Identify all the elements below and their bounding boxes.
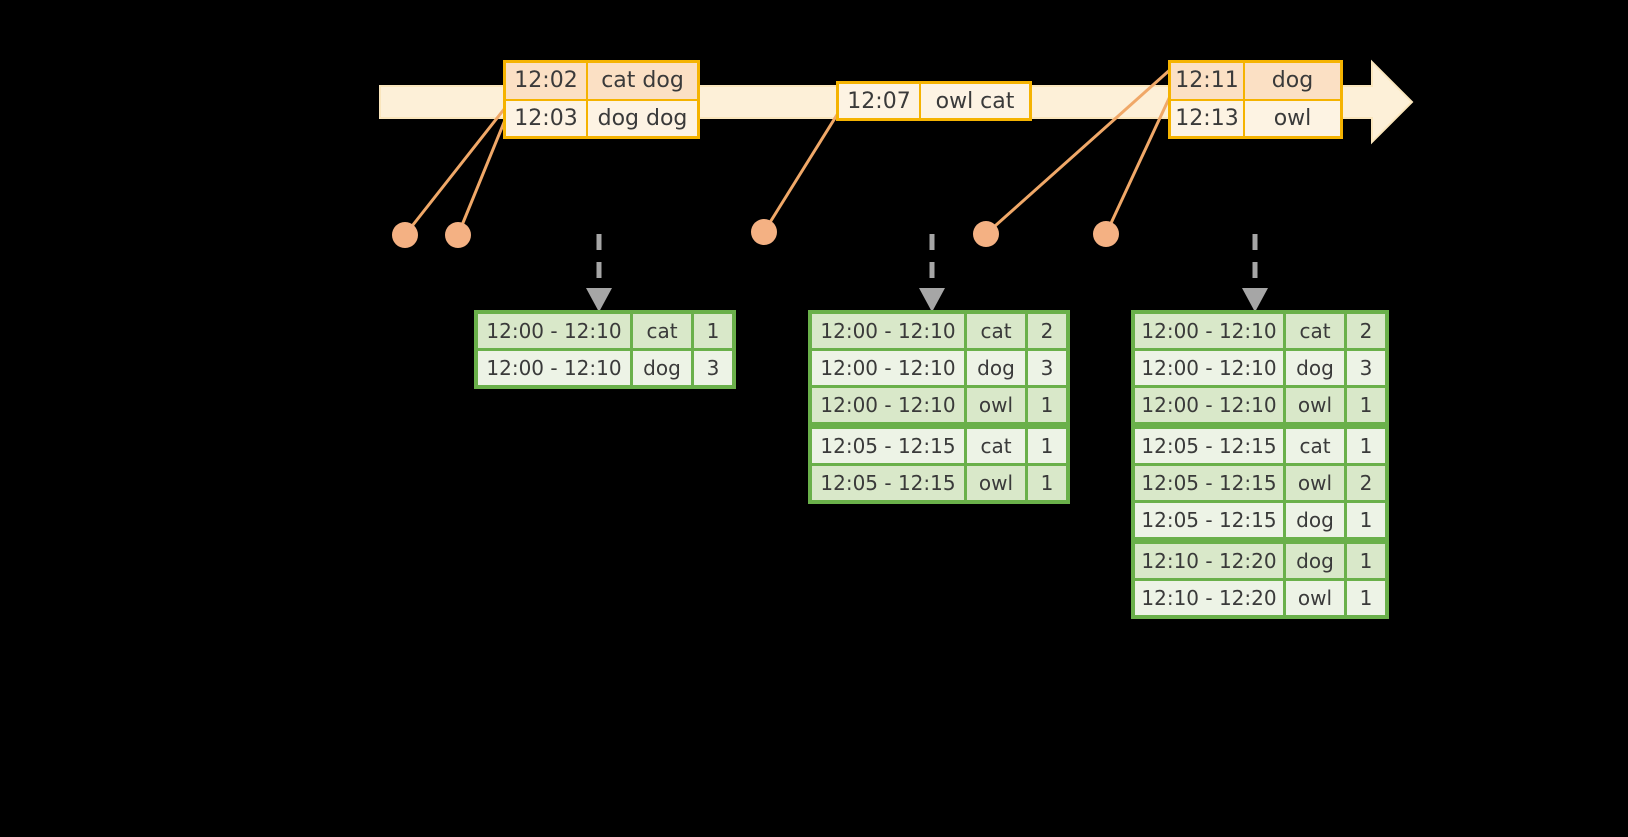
count-cell: 1 xyxy=(1347,544,1385,578)
connector-line-1 xyxy=(403,107,507,236)
table-row: 12:00 - 12:10 dog 3 xyxy=(1135,351,1385,385)
event-words: owl cat xyxy=(935,88,1015,114)
event-words: owl xyxy=(1273,105,1312,131)
word-cell: owl xyxy=(1286,581,1344,615)
count-cell: 2 xyxy=(1347,314,1385,348)
window-cell: 12:10 - 12:20 xyxy=(1135,581,1283,615)
table-row: 12:00 - 12:10 dog 3 xyxy=(478,351,732,385)
table-row: 12:05 - 12:15 cat 1 xyxy=(1135,429,1385,463)
event-row: 12:13 owl xyxy=(1171,98,1340,136)
count-cell: 1 xyxy=(694,314,732,348)
table-row: 12:05 - 12:15 owl 2 xyxy=(1135,466,1385,500)
table-row: 12:05 - 12:15 cat 1 xyxy=(812,429,1066,463)
window-cell: 12:00 - 12:10 xyxy=(812,388,964,422)
window-cell: 12:00 - 12:10 xyxy=(1135,314,1283,348)
table-row: 12:00 - 12:10 cat 1 xyxy=(478,314,732,348)
window-cell: 12:00 - 12:10 xyxy=(478,351,630,385)
window-cell: 12:00 - 12:10 xyxy=(1135,388,1283,422)
table-row: 12:00 - 12:10 owl 1 xyxy=(1135,388,1385,422)
event-time: 12:02 xyxy=(506,63,588,99)
window-cell: 12:05 - 12:15 xyxy=(812,466,964,500)
count-cell: 2 xyxy=(1028,314,1066,348)
count-cell: 1 xyxy=(1028,388,1066,422)
down-arrows xyxy=(586,234,1268,312)
count-cell: 3 xyxy=(1028,351,1066,385)
event-row: 12:07 owl cat xyxy=(839,84,1029,118)
connector-line-3 xyxy=(762,109,842,233)
event-time: 12:03 xyxy=(506,100,588,136)
count-cell: 1 xyxy=(1347,581,1385,615)
connector-dot-1 xyxy=(392,222,418,248)
window-cell: 12:00 - 12:10 xyxy=(478,314,630,348)
table-row: 12:00 - 12:10 cat 2 xyxy=(812,314,1066,348)
table-row: 12:10 - 12:20 dog 1 xyxy=(1135,544,1385,578)
word-cell: cat xyxy=(967,429,1025,463)
count-cell: 1 xyxy=(1347,503,1385,537)
window-cell: 12:05 - 12:15 xyxy=(1135,503,1283,537)
event-time: 12:13 xyxy=(1171,100,1245,136)
result-table-2: 12:00 - 12:10 cat 2 12:00 - 12:10 dog 3 … xyxy=(808,310,1070,504)
word-cell: dog xyxy=(1286,351,1344,385)
table-row: 12:10 - 12:20 owl 1 xyxy=(1135,581,1385,615)
event-words: dog dog xyxy=(597,105,688,131)
word-cell: dog xyxy=(1286,503,1344,537)
event-words: dog xyxy=(1271,68,1314,94)
down-arrow-3 xyxy=(1242,234,1268,312)
count-cell: 1 xyxy=(1028,466,1066,500)
down-arrow-2 xyxy=(919,234,945,312)
table-row: 12:00 - 12:10 cat 2 xyxy=(1135,314,1385,348)
connector-dot-4 xyxy=(973,221,999,247)
word-cell: owl xyxy=(1286,466,1344,500)
word-cell: owl xyxy=(1286,388,1344,422)
word-cell: dog xyxy=(1286,544,1344,578)
word-cell: cat xyxy=(1286,314,1344,348)
word-cell: cat xyxy=(633,314,691,348)
event-words: cat dog xyxy=(601,68,684,94)
down-arrow-1 xyxy=(586,234,612,312)
window-cell: 12:05 - 12:15 xyxy=(1135,466,1283,500)
window-cell: 12:10 - 12:20 xyxy=(1135,544,1283,578)
event-group-1: 12:02 cat dog 12:03 dog dog xyxy=(503,60,700,139)
word-cell: dog xyxy=(633,351,691,385)
connector-dots xyxy=(392,219,1119,248)
table-row: 12:00 - 12:10 dog 3 xyxy=(812,351,1066,385)
result-table-3: 12:00 - 12:10 cat 2 12:00 - 12:10 dog 3 … xyxy=(1131,310,1389,619)
word-cell: dog xyxy=(967,351,1025,385)
event-row: 12:02 cat dog xyxy=(506,63,697,99)
count-cell: 1 xyxy=(1347,388,1385,422)
window-cell: 12:00 - 12:10 xyxy=(812,314,964,348)
table-row: 12:00 - 12:10 owl 1 xyxy=(812,388,1066,422)
event-row: 12:03 dog dog xyxy=(506,98,697,136)
connector-dot-5 xyxy=(1093,221,1119,247)
count-cell: 3 xyxy=(1347,351,1385,385)
connector-dot-3 xyxy=(751,219,777,245)
event-group-3: 12:11 dog 12:13 owl xyxy=(1168,60,1343,139)
event-time: 12:07 xyxy=(839,84,921,118)
window-cell: 12:05 - 12:15 xyxy=(1135,429,1283,463)
window-cell: 12:00 - 12:10 xyxy=(1135,351,1283,385)
window-cell: 12:05 - 12:15 xyxy=(812,429,964,463)
word-cell: cat xyxy=(967,314,1025,348)
count-cell: 1 xyxy=(1028,429,1066,463)
connector-line-5 xyxy=(1104,91,1174,235)
result-table-1: 12:00 - 12:10 cat 1 12:00 - 12:10 dog 3 xyxy=(474,310,736,389)
event-time: 12:11 xyxy=(1171,63,1245,99)
table-row: 12:05 - 12:15 dog 1 xyxy=(1135,503,1385,537)
word-cell: owl xyxy=(967,466,1025,500)
count-cell: 1 xyxy=(1347,429,1385,463)
count-cell: 3 xyxy=(694,351,732,385)
word-cell: owl xyxy=(967,388,1025,422)
table-row: 12:05 - 12:15 owl 1 xyxy=(812,466,1066,500)
event-row: 12:11 dog xyxy=(1171,63,1340,99)
connector-line-2 xyxy=(456,119,507,236)
count-cell: 2 xyxy=(1347,466,1385,500)
connector-dot-2 xyxy=(445,222,471,248)
window-cell: 12:00 - 12:10 xyxy=(812,351,964,385)
word-cell: cat xyxy=(1286,429,1344,463)
event-group-2: 12:07 owl cat xyxy=(836,81,1032,121)
